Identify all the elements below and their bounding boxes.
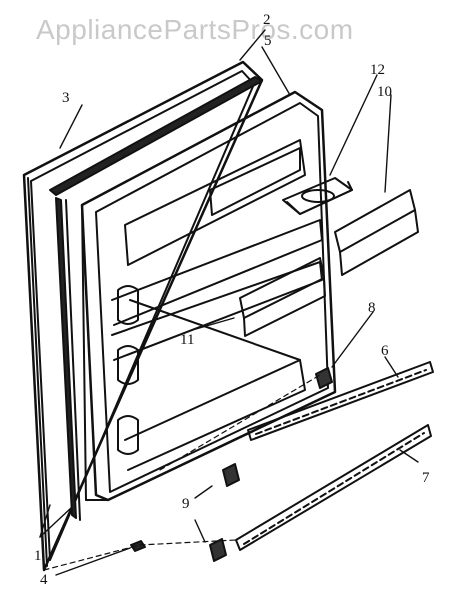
small-door-bin — [282, 177, 353, 215]
lower-trim-rail — [235, 424, 432, 551]
callout-11: 11 — [180, 332, 194, 348]
door-liner — [80, 90, 337, 502]
door-clips — [209, 463, 240, 562]
leader-lines — [39, 29, 419, 576]
door-shelf-bar — [334, 189, 419, 276]
callout-5: 5 — [264, 33, 272, 49]
callout-1: 1 — [34, 548, 42, 564]
upper-clip — [315, 367, 333, 389]
callout-7: 7 — [422, 470, 430, 486]
callout-labels: 2 5 3 12 10 11 8 6 7 9 1 4 — [34, 12, 430, 588]
callout-4: 4 — [40, 572, 48, 588]
watermark-text: AppliancePartsPros.com — [36, 14, 354, 45]
door-shelf-bar-lower — [239, 257, 326, 337]
side-gasket-strip — [55, 197, 81, 521]
callout-12: 12 — [370, 62, 385, 78]
callout-10: 10 — [377, 84, 392, 100]
callout-8: 8 — [368, 300, 376, 316]
top-gasket-strip — [49, 76, 263, 196]
screw-part — [130, 540, 146, 552]
assembly-guide-lines — [43, 374, 321, 571]
callout-6: 6 — [381, 343, 389, 359]
callout-2: 2 — [263, 12, 271, 28]
callout-9: 9 — [182, 496, 190, 512]
upper-trim-rail — [247, 361, 434, 441]
callout-3: 3 — [62, 90, 70, 106]
